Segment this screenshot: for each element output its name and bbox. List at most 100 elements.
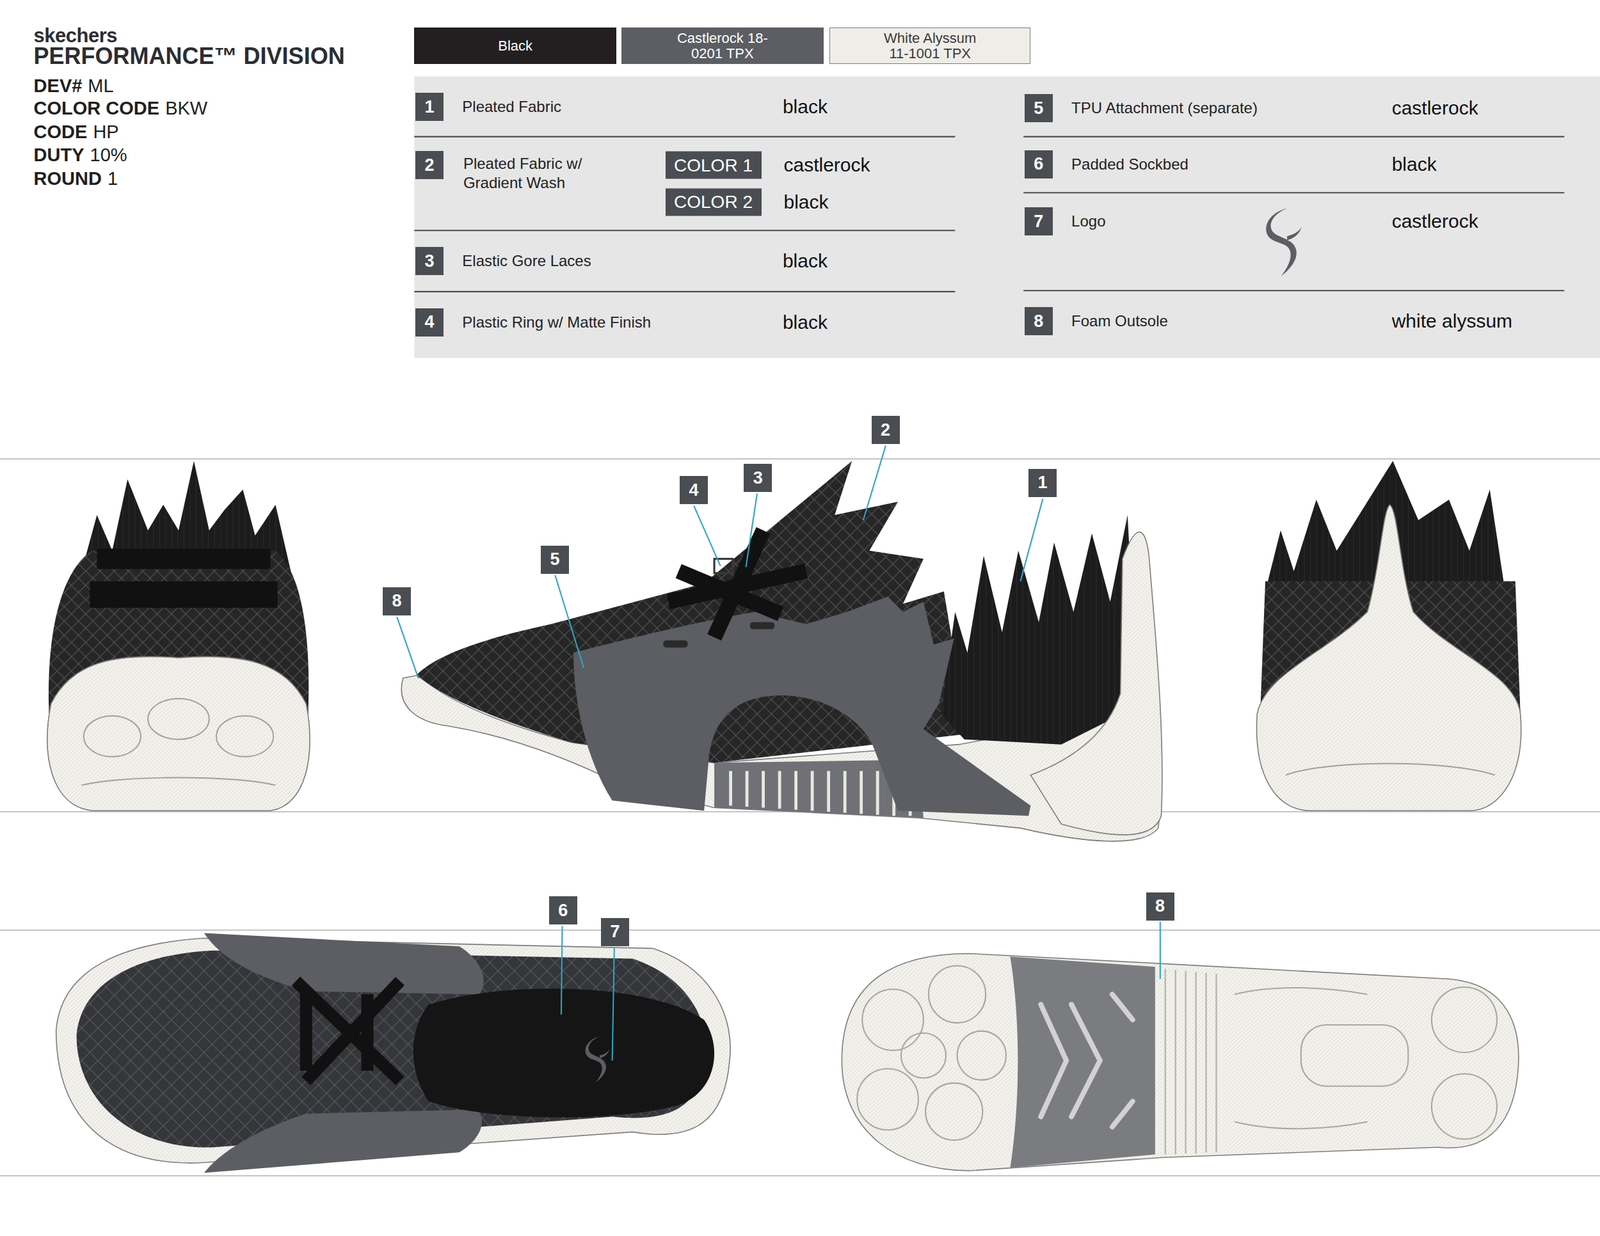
callout-number: 7 [600, 918, 630, 947]
shoe-outsole-view [1112, 994, 1133, 1021]
shoe-outsole-view [1194, 972, 1197, 1154]
color-value: castlerock [1392, 97, 1479, 120]
leader-line [561, 926, 563, 1016]
spec-line: COLOR CODEBKW [33, 97, 208, 120]
shoe-side-view [940, 515, 1133, 745]
spec-key: ROUND [33, 168, 102, 189]
spec-line: DUTY10% [33, 144, 128, 166]
spec-value: 10% [90, 144, 128, 166]
shoe-side-view [750, 622, 775, 630]
shoe-side-view [876, 771, 880, 816]
color-value: castlerock [784, 154, 871, 176]
shoe-side-view [761, 771, 765, 808]
callout-number: 6 [549, 896, 578, 925]
part-name: Pleated Fabric w/ Gradient Wash [463, 154, 633, 193]
spec-value: ML [87, 74, 114, 96]
shoe-side-view [859, 771, 863, 815]
shoe-outsole-view [1040, 1004, 1067, 1117]
shoe-outsole-view [1431, 987, 1497, 1053]
leader-line [693, 506, 720, 567]
shoe-outsole-view [1234, 988, 1368, 1129]
leader-line [863, 446, 886, 521]
shoe-side-view [778, 771, 782, 809]
shoe-outsole-view [1301, 1025, 1408, 1087]
shoe-back-view [1285, 764, 1496, 776]
shoe-front-view [89, 581, 278, 608]
shoe-outsole-view [1164, 968, 1167, 1155]
shoe-outsole-view [1165, 968, 1217, 1155]
shoe-top-view [295, 981, 400, 1081]
shoe-front-view [96, 549, 271, 570]
shoe-outsole-view [841, 953, 1519, 1172]
shoe-side-view [714, 559, 733, 574]
table-panel [414, 136, 1565, 292]
table-panel [414, 76, 1600, 359]
color-value: white alyssum [1392, 310, 1513, 333]
color-swatch: Black [414, 27, 617, 64]
spec-row-number: 3 [415, 247, 444, 276]
color-value: castlerock [1392, 210, 1479, 233]
spec-line: DEV#ML [33, 74, 114, 96]
shoe-outsole-view [1175, 970, 1177, 1156]
spec-key: DUTY [33, 144, 85, 166]
color-slot-tag: COLOR 1 [665, 151, 762, 180]
leader-line [1159, 922, 1161, 980]
part-name: TPU Attachment (separate) [1071, 99, 1258, 118]
shoe-outsole-view [957, 1031, 1007, 1081]
shoe-outsole-view [925, 1083, 983, 1141]
swatch-name: White Alyssum 11-1001 TPX [872, 30, 988, 62]
leader-line [1020, 498, 1043, 582]
page-rule [0, 458, 1600, 1177]
shoe-top-view [204, 933, 484, 996]
part-name: Foam Outsole [1071, 312, 1168, 331]
shoe-outsole-view [1040, 994, 1133, 1128]
shoe-side-view [663, 640, 688, 648]
shoe-outsole-view [901, 1033, 946, 1079]
spec-row-number: 5 [1024, 94, 1053, 123]
shoe-side-view [573, 597, 1031, 817]
part-name: Padded Sockbed [1071, 155, 1189, 174]
spec-value: HP [92, 120, 119, 142]
leader-line [396, 616, 418, 679]
shoe-side-view [810, 771, 815, 811]
shoe-outsole-view [1009, 956, 1155, 1168]
spec-line: ROUND1 [33, 168, 118, 190]
shoe-front-view [81, 461, 292, 572]
shoe-outsole-view [1215, 974, 1217, 1153]
shoe-front-view [47, 461, 310, 812]
table-panel [414, 76, 1600, 359]
shoe-side-view [794, 771, 798, 811]
shoe-outsole-view [928, 966, 986, 1024]
spec-row-number: 2 [415, 151, 444, 180]
swatch-name: Black [497, 38, 533, 54]
shoe-outsole-view [1184, 971, 1186, 1154]
shoe-outsole-view [1431, 1074, 1497, 1140]
shoe-top-view [295, 981, 400, 1081]
spec-key: DEV# [33, 74, 83, 96]
leader-line [745, 494, 758, 568]
shoe-side-view [843, 771, 847, 813]
color-swatch: White Alyssum 11-1001 TPX [829, 27, 1031, 64]
page-rule [0, 929, 1600, 931]
spec-value: BKW [165, 97, 208, 119]
shoe-outsole-view [841, 953, 1519, 1172]
spec-key: COLOR CODE [33, 97, 160, 119]
shoe-front-view [216, 716, 274, 758]
page-rule [0, 458, 1600, 460]
color-value: black [782, 250, 828, 272]
shoe-side-view [730, 771, 911, 816]
shoe-back-view [1256, 461, 1522, 812]
shoe-front-view [147, 698, 210, 740]
spec-row-number: 7 [1024, 207, 1053, 236]
color-value: black [782, 96, 828, 118]
leader-line [612, 947, 615, 1062]
shoe-side-view [728, 771, 733, 806]
leader-line [554, 575, 584, 669]
shoe-outsole-view [1071, 1004, 1101, 1117]
shoe-front-view [81, 698, 276, 786]
swatch-name: Castlerock 18-0201 TPX [664, 30, 781, 62]
shoe-side-view [745, 771, 749, 808]
part-name: Logo [1071, 212, 1106, 231]
color-swatch: Castlerock 18-0201 TPX [621, 27, 824, 64]
